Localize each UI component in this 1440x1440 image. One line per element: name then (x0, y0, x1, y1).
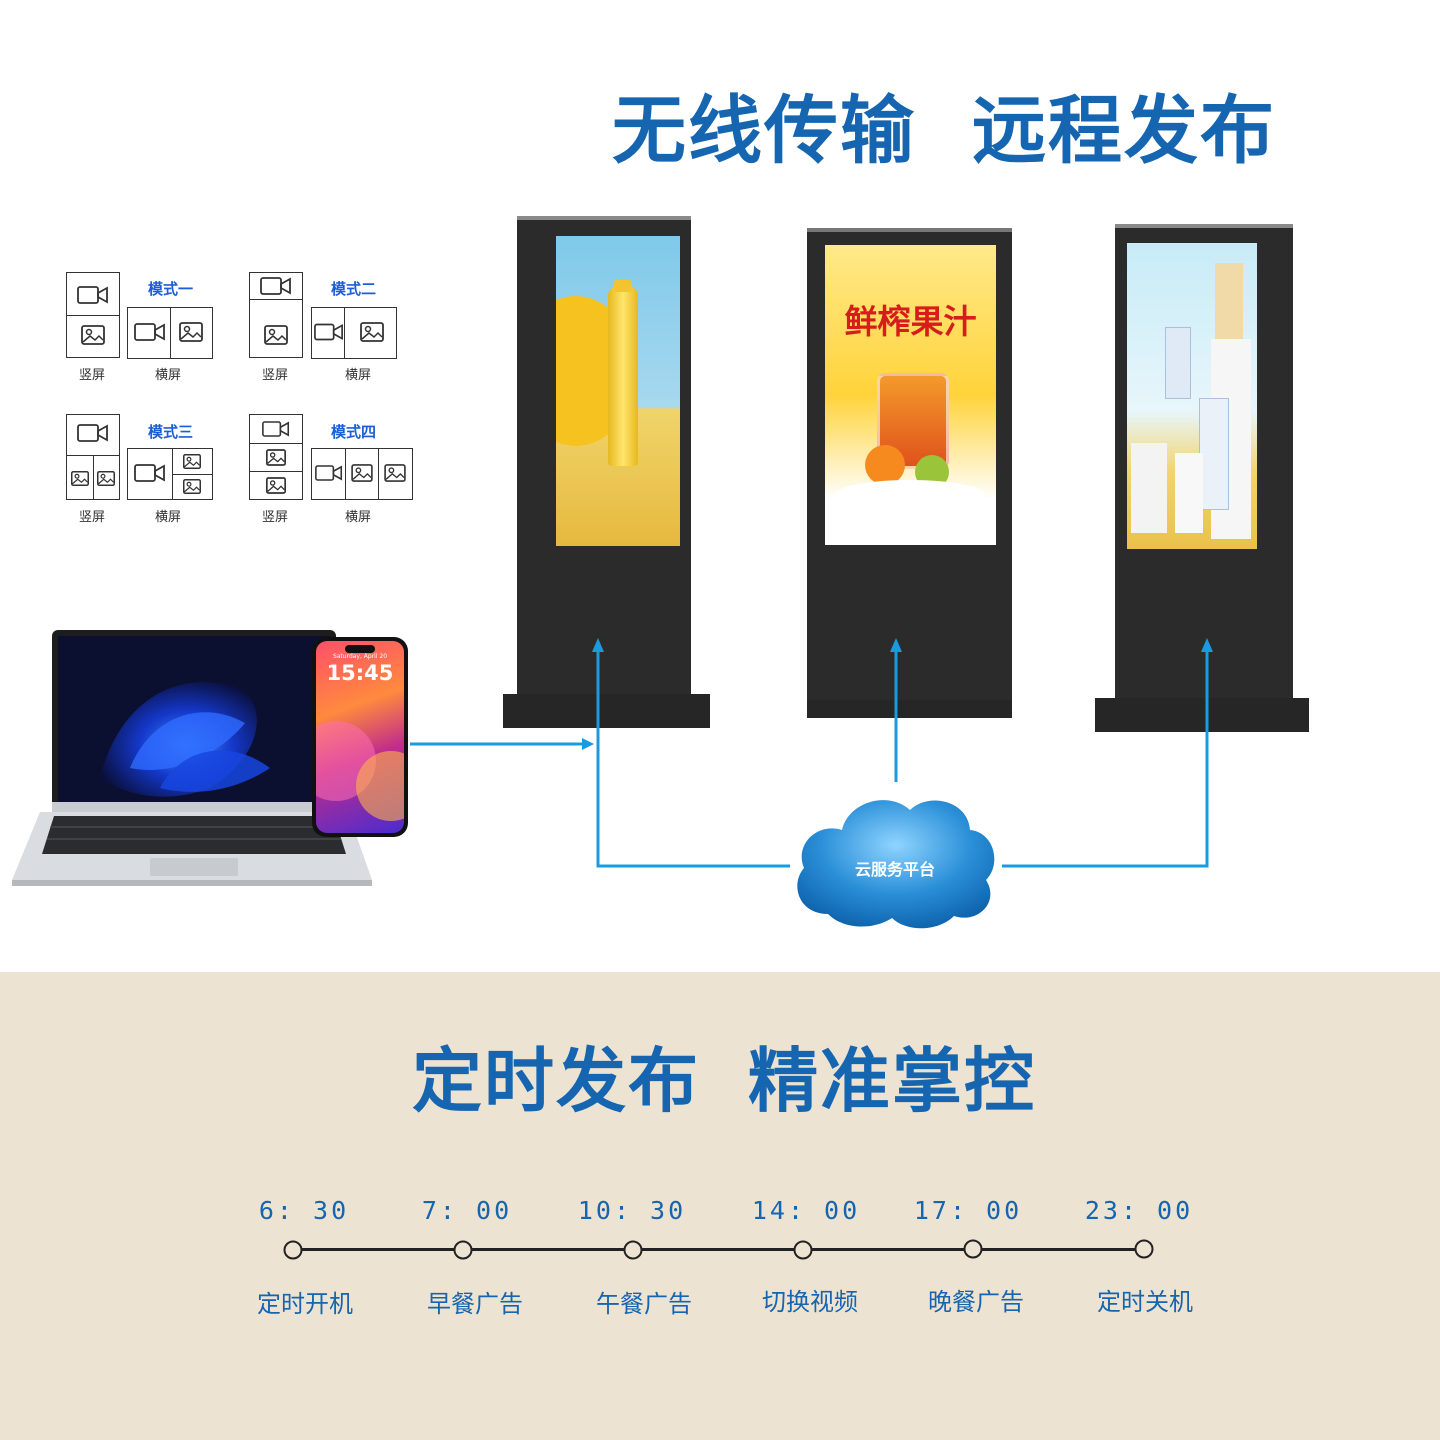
mode-1-horizontal-screen (127, 307, 213, 359)
timeline-label-3: 午餐广告 (596, 1290, 692, 1318)
timeline-dot-6 (1134, 1239, 1154, 1259)
timeline-time-5: 17: 00 (913, 1196, 1023, 1225)
mode-3-vertical-screen (66, 414, 120, 500)
phone-screen: Saturday, April 20 15:45 (316, 641, 404, 833)
mode-2-horizontal-label: 横屏 (345, 368, 372, 383)
image-icon (264, 325, 288, 345)
timeline-line (293, 1248, 1144, 1251)
timeline-time-2: 7: 00 (421, 1196, 513, 1225)
timeline-time-3: 10: 30 (577, 1196, 687, 1225)
timeline-label-6: 定时关机 (1097, 1288, 1193, 1316)
timeline-dot-1 (283, 1240, 303, 1260)
image-icon (351, 464, 373, 482)
image-icon (183, 479, 201, 494)
headline-remote-publishing: 远程发布 (972, 88, 1276, 174)
mode-2-vertical-screen (249, 272, 303, 358)
kiosk-middle-screen: 鲜榨果汁 (825, 245, 996, 545)
schedule-panel (0, 972, 1440, 1440)
mode-1-title: 模式一 (148, 280, 194, 298)
video-camera-icon (77, 286, 108, 304)
video-camera-icon (262, 421, 290, 437)
mode-2-title: 模式二 (331, 280, 377, 298)
timeline-dot-3 (623, 1240, 643, 1260)
mode-1-horizontal-label: 横屏 (155, 368, 182, 383)
image-icon (360, 322, 384, 342)
image-icon (179, 322, 203, 342)
kiosk-left-screen (556, 236, 680, 546)
kiosk-left-base (503, 694, 710, 728)
laptop-icon (12, 630, 372, 886)
image-icon (183, 454, 201, 469)
mode-1-vertical-label: 竖屏 (79, 368, 106, 383)
image-icon (384, 464, 406, 482)
video-camera-icon (260, 277, 291, 295)
mode-3-horizontal-screen (127, 448, 213, 500)
mode-2-horizontal-screen (311, 307, 397, 359)
mode-2-vertical-label: 竖屏 (262, 368, 289, 383)
headline-scheduled-publishing: 定时发布 (412, 1040, 700, 1122)
image-icon (266, 449, 286, 466)
video-camera-icon (134, 464, 165, 482)
cloud-label: 云服务平台 (854, 860, 935, 879)
video-camera-icon (315, 465, 343, 481)
timeline-label-1: 定时开机 (257, 1290, 353, 1318)
timeline-dot-5 (963, 1239, 983, 1259)
image-icon (266, 477, 286, 494)
mode-4-title: 模式四 (331, 423, 377, 441)
phone: Saturday, April 20 15:45 (312, 637, 408, 837)
timeline-label-2: 早餐广告 (427, 1290, 523, 1318)
video-camera-icon (134, 323, 165, 341)
display-modes-panel: 模式一 竖屏 横屏 模式二 竖屏 横屏 (0, 0, 440, 540)
poster-title: 鲜榨果汁 (844, 302, 977, 341)
timeline-dot-2 (453, 1240, 473, 1260)
video-camera-icon (77, 424, 108, 442)
cloud-icon (797, 800, 995, 929)
video-camera-icon (314, 323, 343, 341)
cloud-platform: 云服务平台 (788, 784, 1002, 932)
timeline-time-4: 14: 00 (751, 1196, 861, 1225)
timeline-dot-4 (793, 1240, 813, 1260)
mode-3-vertical-label: 竖屏 (79, 510, 106, 525)
timeline-time-6: 23: 00 (1084, 1196, 1194, 1225)
image-icon (71, 471, 89, 486)
headline-precise-control: 精准掌控 (748, 1040, 1036, 1122)
phone-date: Saturday, April 20 (332, 653, 388, 660)
connection-lines (410, 638, 1213, 868)
timeline-time-1: 6: 30 (258, 1196, 350, 1225)
laptop (10, 628, 374, 894)
mode-3-horizontal-label: 横屏 (155, 510, 182, 525)
mode-3-title: 模式三 (148, 423, 194, 441)
kiosk-right-base (1095, 698, 1309, 732)
mode-1-vertical-screen (66, 272, 120, 358)
timeline-label-5: 晚餐广告 (928, 1288, 1024, 1316)
mode-4-horizontal-screen (311, 448, 413, 500)
image-icon (97, 471, 115, 486)
image-icon (81, 325, 105, 345)
timeline-label-4: 切换视频 (762, 1288, 858, 1316)
kiosk-middle-base (807, 700, 1012, 718)
mode-4-horizontal-label: 横屏 (345, 510, 372, 525)
phone-clock: 15:45 (326, 661, 394, 685)
headline-wireless-transmission: 无线传输 (612, 88, 916, 174)
kiosk-right-screen (1127, 243, 1257, 549)
mode-4-vertical-label: 竖屏 (262, 510, 289, 525)
mode-4-vertical-screen (249, 414, 303, 500)
